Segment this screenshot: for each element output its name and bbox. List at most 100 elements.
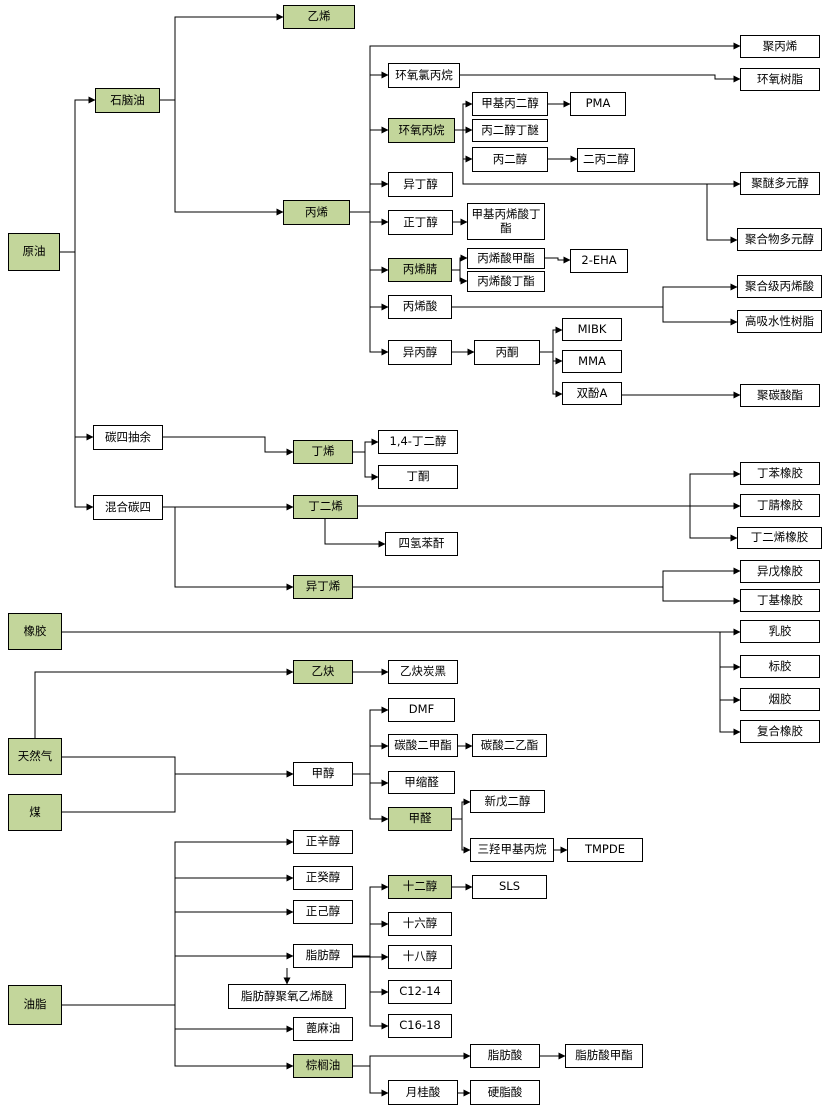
node-coal: 煤 xyxy=(8,794,62,831)
edge-butene-mek xyxy=(353,451,379,481)
edge-methyl-acrylate-two-eha xyxy=(545,256,571,264)
node-dodecanol: 十二醇 xyxy=(388,875,452,899)
edge-acrylic-acid-sap xyxy=(452,306,738,326)
node-fatty-alcohol: 脂肪醇 xyxy=(293,944,353,968)
edge-crude-oil-c4-raffinate xyxy=(60,251,94,441)
node-tmp: 三羟甲基丙烷 xyxy=(470,838,554,862)
edge-palm-oil-lauric-acid xyxy=(353,1065,389,1097)
node-naphtha: 石脑油 xyxy=(95,88,160,113)
node-tmpde: TMPDE xyxy=(567,838,643,862)
node-natural-gas: 天然气 xyxy=(8,738,62,775)
node-dmf: DMF xyxy=(388,698,455,722)
edge-oils-palm-oil xyxy=(62,1004,294,1070)
edge-butene-bdo xyxy=(353,438,379,453)
node-sls: SLS xyxy=(472,875,547,899)
node-epichlorohydrin: 环氧氯丙烷 xyxy=(388,63,460,88)
edge-natural-gas-methanol xyxy=(62,756,294,778)
edge-propylene-oxide-methyl-propanediol xyxy=(455,100,473,131)
edge-propylene-oxide-polyether-polyol xyxy=(455,129,741,188)
node-cetyl-alcohol: 十六醇 xyxy=(388,912,452,936)
edge-propylene-n-butanol xyxy=(350,211,389,226)
edge-propylene-acrylonitrile xyxy=(350,211,389,274)
node-methyl-acrylate: 丙烯酸甲酯 xyxy=(467,248,545,269)
node-acrylonitrile: 丙烯腈 xyxy=(388,258,452,282)
edge-fatty-alcohol-cetyl-alcohol xyxy=(353,920,389,957)
edge-acetone-mibk xyxy=(540,326,563,353)
node-methylal: 甲缩醛 xyxy=(388,771,455,794)
node-npg: 新戊二醇 xyxy=(470,790,545,813)
node-n-decanol: 正癸醇 xyxy=(293,866,353,890)
node-polycarbonate: 聚碳酸酯 xyxy=(740,384,820,407)
node-polymer-grade-acrylic-acid: 聚合级丙烯酸 xyxy=(737,275,822,298)
edge-c4-raffinate-butene xyxy=(163,436,294,456)
node-stearyl-alcohol: 十八醇 xyxy=(388,945,452,969)
edge-propylene-acrylic-acid xyxy=(350,211,389,311)
node-c12-14: C12-14 xyxy=(388,980,452,1004)
node-iir: 丁基橡胶 xyxy=(740,589,820,612)
node-standard-rubber: 标胶 xyxy=(740,655,820,678)
node-isobutylene: 异丁烯 xyxy=(293,575,353,599)
node-bdo: 1,4-丁二醇 xyxy=(378,430,458,454)
node-polypropylene: 聚丙烯 xyxy=(740,35,820,58)
node-mma: MMA xyxy=(562,350,622,373)
edge-formaldehyde-npg xyxy=(452,798,471,820)
edge-naphtha-propylene xyxy=(160,99,284,216)
node-palm-oil: 棕榈油 xyxy=(293,1054,353,1078)
edge-formaldehyde-tmp xyxy=(452,818,471,854)
node-latex: 乳胶 xyxy=(740,620,820,643)
node-isopropanol: 异丙醇 xyxy=(388,340,452,365)
node-pg-butyl-ether: 丙二醇丁醚 xyxy=(472,119,548,142)
edge-epichlorohydrin-epoxy-resin xyxy=(460,74,741,83)
node-br: 丁二烯橡胶 xyxy=(737,527,822,549)
edge-isobutylene-iir xyxy=(353,586,741,605)
edge-oils-n-octanol xyxy=(62,838,294,1006)
node-fame: 脂肪酸甲酯 xyxy=(565,1044,643,1068)
edge-propylene-epichlorohydrin xyxy=(350,71,389,213)
node-butene: 丁烯 xyxy=(293,440,353,464)
node-dmc: 碳酸二甲酯 xyxy=(388,734,458,757)
node-n-hexanol: 正己醇 xyxy=(293,900,353,924)
node-n-butanol: 正丁醇 xyxy=(388,210,453,235)
node-propylene: 丙烯 xyxy=(283,200,350,225)
node-polymer-polyol: 聚合物多元醇 xyxy=(737,228,822,251)
node-epoxy-resin: 环氧树脂 xyxy=(740,68,820,91)
node-crude-oil: 原油 xyxy=(8,233,60,271)
node-c16-18: C16-18 xyxy=(388,1014,452,1038)
node-acetylene-black: 乙炔炭黑 xyxy=(388,660,458,684)
edge-palm-oil-fatty-acid xyxy=(353,1052,471,1067)
edge-propylene-isobutanol xyxy=(350,180,389,213)
node-butyl-acrylate: 丙烯酸丁酯 xyxy=(467,271,545,292)
edge-butadiene-br xyxy=(358,505,738,542)
edge-acrylonitrile-butyl-acrylate xyxy=(452,269,468,285)
node-formaldehyde: 甲醛 xyxy=(388,807,452,831)
edge-isobutylene-ir xyxy=(353,567,741,588)
node-mixed-c4: 混合碳四 xyxy=(93,495,163,520)
node-aeo: 脂肪醇聚氧乙烯醚 xyxy=(228,984,346,1009)
edge-acetone-bisphenol-a xyxy=(540,351,563,398)
node-bisphenol-a: 双酚A xyxy=(562,382,622,405)
node-nbr: 丁腈橡胶 xyxy=(740,494,820,517)
edge-mixed-c4-isobutylene xyxy=(163,506,294,591)
node-acrylic-acid: 丙烯酸 xyxy=(388,295,452,319)
edge-fatty-alcohol-c16-18 xyxy=(353,955,389,1030)
edge-propylene-isopropanol xyxy=(350,211,389,356)
node-ir: 异戊橡胶 xyxy=(740,560,820,583)
node-fatty-acid: 脂肪酸 xyxy=(470,1044,540,1068)
node-sap: 高吸水性树脂 xyxy=(737,310,822,333)
node-lauric-acid: 月桂酸 xyxy=(388,1080,458,1105)
edge-acrylonitrile-methyl-acrylate xyxy=(452,254,468,271)
node-compound-rubber: 复合橡胶 xyxy=(740,720,820,743)
edge-butadiene-thpa xyxy=(324,519,386,548)
edge-acetone-mma xyxy=(540,351,563,365)
edge-rubber-compound-rubber xyxy=(62,631,741,736)
edge-methanol-formaldehyde xyxy=(353,773,389,823)
node-sbr: 丁苯橡胶 xyxy=(740,462,820,485)
node-dec: 碳酸二乙酯 xyxy=(472,734,547,757)
node-isobutanol: 异丁醇 xyxy=(388,172,453,197)
node-smoked-sheet: 烟胶 xyxy=(740,688,820,711)
node-propylene-oxide: 环氧丙烷 xyxy=(388,118,455,143)
edge-propylene-propylene-oxide xyxy=(350,126,389,213)
node-methanol: 甲醇 xyxy=(293,762,353,786)
